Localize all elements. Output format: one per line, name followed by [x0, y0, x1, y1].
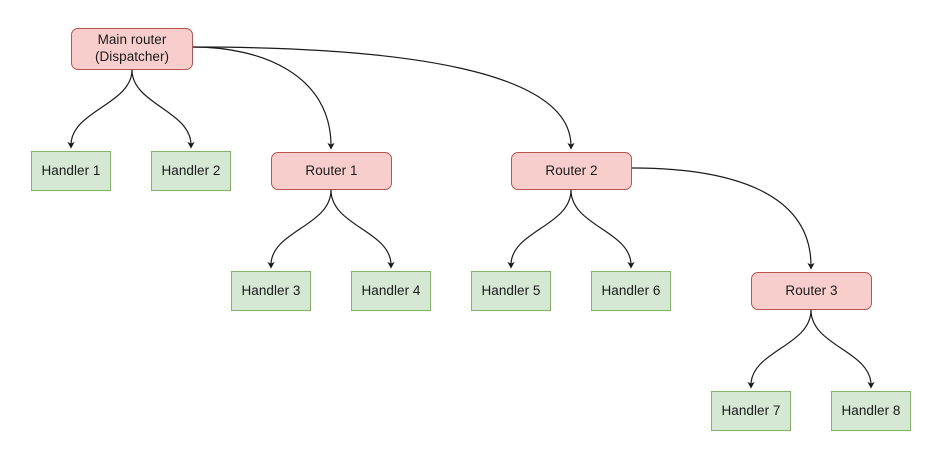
node-label-handler-8: Handler 8: [841, 402, 901, 418]
edge-main-to-router-1: [192, 46, 335, 150]
node-router-1[interactable]: Router 1: [271, 152, 392, 190]
node-label-handler-3: Handler 3: [241, 282, 301, 298]
node-handler-5[interactable]: Handler 5: [471, 271, 551, 311]
node-handler-1[interactable]: Handler 1: [31, 151, 111, 191]
node-label-handler-7: Handler 7: [721, 402, 781, 418]
node-label-handler-5: Handler 5: [481, 282, 541, 298]
node-label-handler-2: Handler 2: [161, 162, 221, 178]
node-handler-8[interactable]: Handler 8: [831, 391, 911, 431]
edge-router-3-to-handler-7: [747, 309, 812, 389]
node-label-router-2: Router 2: [545, 162, 598, 178]
edge-router-2-to-handler-6: [570, 189, 635, 269]
edge-router-1-to-handler-3: [267, 189, 332, 269]
node-label-main-router: Main router (Dispatcher): [94, 32, 170, 64]
node-label-handler-4: Handler 4: [361, 282, 421, 298]
node-main-router[interactable]: Main router (Dispatcher): [71, 28, 193, 70]
edge-main-to-handler-2: [131, 69, 195, 149]
edge-router-2-to-router-3: [631, 167, 815, 270]
node-handler-7[interactable]: Handler 7: [711, 391, 791, 431]
edge-main-to-handler-1: [67, 69, 133, 149]
node-label-handler-1: Handler 1: [41, 162, 101, 178]
node-handler-3[interactable]: Handler 3: [231, 271, 311, 311]
node-router-2[interactable]: Router 2: [511, 152, 632, 190]
node-handler-4[interactable]: Handler 4: [351, 271, 431, 311]
node-router-3[interactable]: Router 3: [751, 272, 872, 310]
node-label-handler-6: Handler 6: [601, 282, 661, 298]
node-handler-2[interactable]: Handler 2: [151, 151, 231, 191]
edge-router-3-to-handler-8: [810, 309, 875, 389]
node-label-router-3: Router 3: [785, 282, 838, 298]
edge-router-2-to-handler-5: [507, 189, 572, 269]
edge-router-1-to-handler-4: [330, 189, 395, 269]
node-handler-6[interactable]: Handler 6: [591, 271, 671, 311]
edges-group: [67, 46, 875, 389]
node-label-router-1: Router 1: [305, 162, 358, 178]
edge-main-to-router-2: [192, 46, 575, 150]
